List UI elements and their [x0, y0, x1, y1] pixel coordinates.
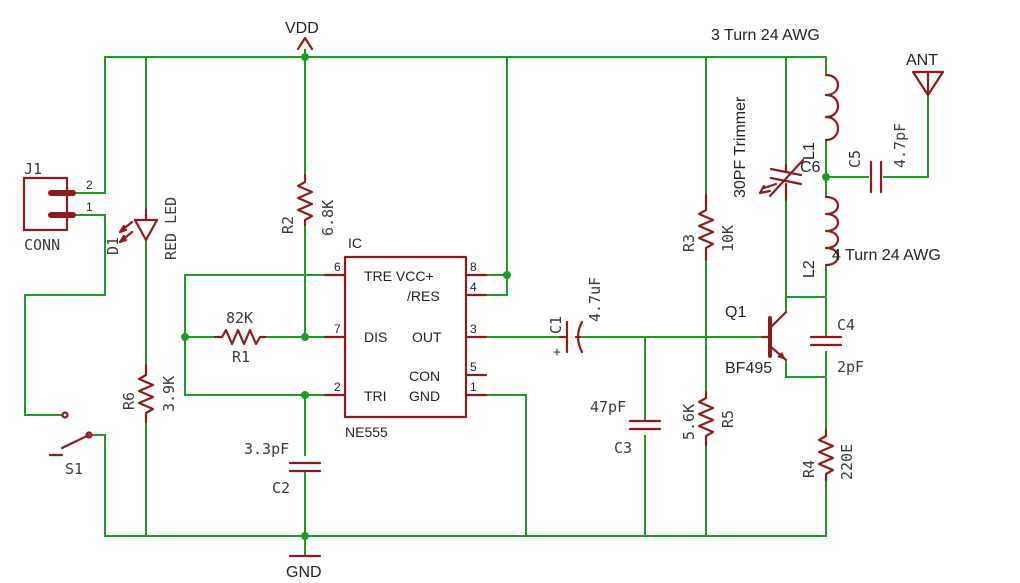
ic-pin-gnd: GND	[409, 388, 440, 404]
l2-ref: L2	[801, 260, 818, 278]
c1-ref: C1	[547, 316, 565, 334]
gnd-label: GND	[286, 564, 322, 581]
c2-capacitor: 3.3pF C2	[244, 440, 322, 497]
j1-connector: J1 CONN 2 1	[22, 160, 93, 254]
l1-value: 3 Turn 24 AWG	[711, 27, 820, 44]
antenna-label: ANT	[906, 52, 938, 69]
r3-resistor: R3 10K	[680, 193, 737, 262]
c6-trimmer: 30PF Trimmer C6	[732, 96, 821, 202]
c2-value: 3.3pF	[244, 440, 289, 458]
d1-led: D1 RED LED	[104, 197, 180, 260]
c1-polarity: +	[553, 345, 561, 360]
r1-value: 82K	[226, 309, 253, 327]
ic-pin-tri: TRI	[364, 388, 387, 404]
l1-ref: L1	[801, 142, 818, 160]
ic-pin-number: 7	[334, 322, 341, 336]
j1-value: CONN	[24, 236, 60, 254]
ic-pin-res: /RES	[407, 288, 440, 304]
ic-part: NE555	[345, 424, 388, 440]
r3-ref: R3	[680, 234, 698, 252]
r2-resistor: R2 6.8K	[279, 173, 337, 236]
c2-ref: C2	[272, 479, 290, 497]
r1-resistor: 82K R1	[213, 309, 267, 366]
ic-pin-dis: DIS	[364, 329, 387, 345]
ic-pin-number: 5	[470, 360, 477, 374]
c6-value: 30PF Trimmer	[732, 96, 749, 198]
junctions	[181, 53, 830, 540]
r2-ref: R2	[279, 216, 297, 234]
c5-value: 4.7pF	[891, 123, 909, 168]
ic-pin-number: 2	[334, 380, 341, 394]
c3-value: 47pF	[590, 398, 626, 416]
j1-ref: J1	[24, 160, 42, 178]
q1-ref: Q1	[725, 304, 746, 321]
ic-pin-tre-vcc: TRE VCC+	[364, 268, 434, 284]
c1-value: 4.7uF	[586, 277, 604, 322]
r4-value: 220E	[838, 444, 856, 480]
ic-pin-number: 4	[470, 280, 477, 294]
r6-ref: R6	[120, 392, 138, 410]
r2-value: 6.8K	[319, 200, 337, 236]
c3-capacitor: 47pF C3	[590, 398, 662, 457]
l2-inductor: L2 4 Turn 24 AWG	[801, 195, 941, 278]
ic-pin-number: 3	[470, 322, 477, 336]
j1-pin1-number: 1	[86, 200, 93, 214]
s1-switch: S1	[48, 411, 93, 478]
ic-pin-number: 1	[470, 380, 477, 394]
r1-ref: R1	[232, 348, 250, 366]
r5-ref: R5	[719, 410, 737, 428]
r5-value: 5.6K	[680, 404, 698, 440]
vdd-symbol: VDD	[285, 20, 319, 51]
c4-capacitor: C4 2pF	[809, 316, 864, 376]
c5-capacitor: C5 4.7pF	[846, 123, 909, 194]
r3-value: 10K	[719, 225, 737, 252]
q1-transistor: Q1 BF495	[725, 304, 788, 377]
vdd-label: VDD	[285, 20, 319, 37]
antenna-symbol: ANT	[906, 52, 945, 97]
d1-ref: D1	[104, 237, 122, 255]
c5-ref: C5	[846, 150, 864, 168]
r6-value: 3.9K	[160, 376, 178, 412]
c4-ref: C4	[837, 316, 855, 334]
l2-value: 4 Turn 24 AWG	[832, 247, 941, 264]
wires	[24, 49, 929, 556]
r6-resistor: R6 3.9K	[120, 363, 178, 424]
ic-ne555: IC NE555 TRE VCC+ /RES DIS OUT CON TRI G…	[323, 235, 488, 440]
ic-pin-out: OUT	[412, 329, 442, 345]
l1-inductor: L1 3 Turn 24 AWG	[711, 27, 840, 160]
r5-resistor: 5.6K R5	[680, 390, 737, 447]
c6-ref: C6	[800, 159, 821, 176]
ic-pin-number: 8	[470, 260, 477, 274]
c4-value: 2pF	[837, 358, 864, 376]
ic-pin-con: CON	[409, 368, 440, 384]
c3-ref: C3	[614, 439, 632, 457]
r4-ref: R4	[800, 460, 818, 478]
q1-value: BF495	[725, 360, 772, 377]
s1-ref: S1	[65, 460, 83, 478]
ic-ref: IC	[348, 235, 362, 251]
r4-resistor: R4 220E	[800, 428, 856, 482]
j1-pin2-number: 2	[86, 178, 93, 192]
d1-value: RED LED	[162, 197, 180, 260]
c1-capacitor: + C1 4.7uF	[547, 277, 604, 360]
gnd-symbol: GND	[286, 554, 322, 581]
ic-pin-number: 6	[334, 260, 341, 274]
